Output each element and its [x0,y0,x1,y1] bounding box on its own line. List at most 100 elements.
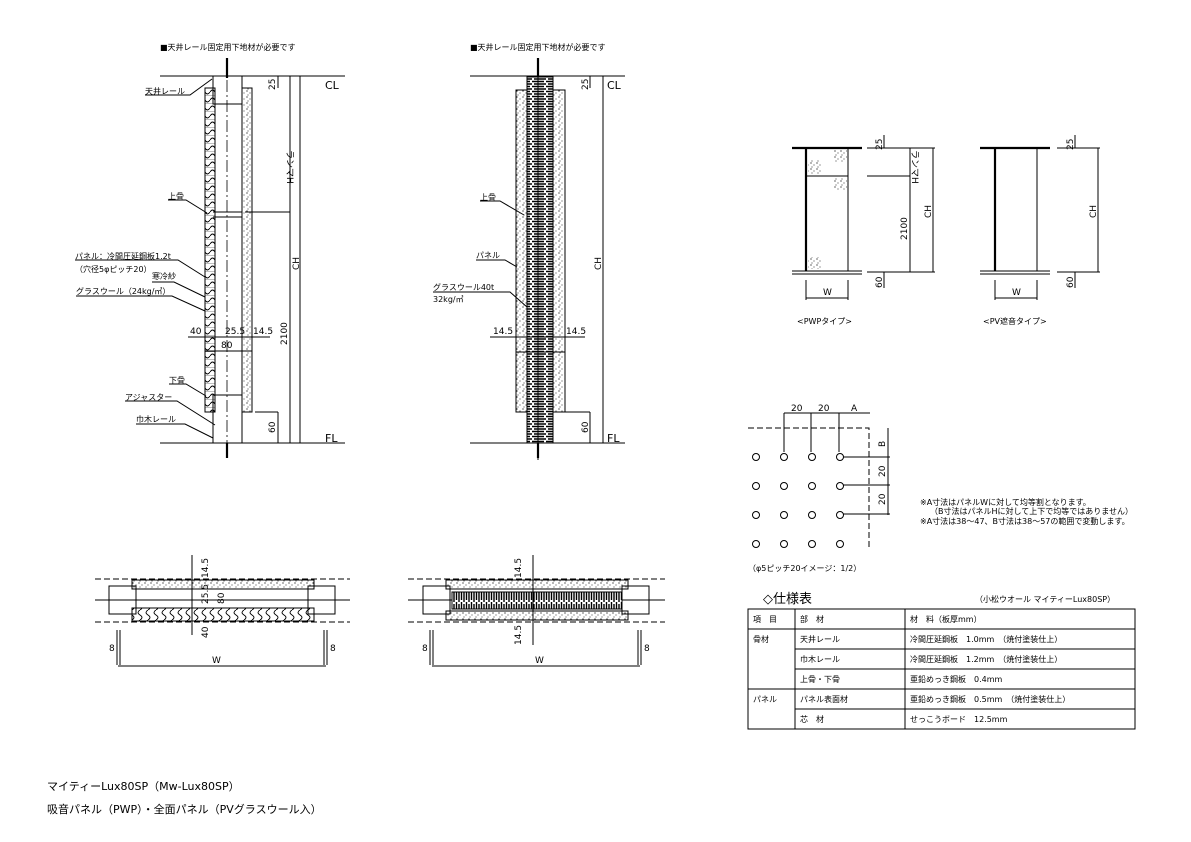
cell-part: 天井レール [800,634,840,644]
elevation-pv: W 25 CH 60 <PV遮音タイプ> [980,135,1100,326]
label-ceiling-rail: 天井レール [145,86,185,96]
table-row: 上骨・下骨 亜鉛めっき鋼板 0.4mm [800,674,1003,684]
label-glasswool: グラスウール（24kg/㎥） [76,286,170,296]
plan-dim-8-right: 8 [330,644,336,654]
pwp-caption: <PWPタイプ> [797,317,852,326]
table-row: 芯 材 せっこうボード 12.5mm [800,714,1008,724]
perforation-hole [808,453,816,461]
plan-dim-14-5: 14.5 [201,558,211,578]
perforation-hole [836,511,844,519]
cell-material: 亜鉛めっき鋼板 0.4mm [910,674,1003,684]
section-pwp: ■天井レール固定用下地材が必要です CL FL 天井レール 上骨 パネル：冷間圧… [75,42,345,460]
table-row: パネル パネル表面材 亜鉛めっき鋼板 0.5mm （焼付塗装仕上） [753,694,1070,704]
perforation-hole [836,453,844,461]
plan-dim-40: 40 [201,626,211,638]
ceiling-support-note-pv: ■天井レール固定用下地材が必要です [470,42,606,52]
label-upper-frame: 上骨 [168,192,184,201]
board-right [552,89,566,413]
elevation-pwp: W 25 ランマH 2100 CH 60 <PWPタイプ> [792,135,935,326]
cell-material: 冷間圧延鋼板 1.0mm （焼付塗装仕上） [910,634,1062,644]
perforation-hole [752,511,760,519]
plan-pwp: 14.5 25.5 80 40 8 8 W [95,555,350,667]
dim-25-5: 25.5 [225,327,245,337]
label-panel-hole: （穴径5φピッチ20） [75,264,152,274]
fl-label: FL [325,432,338,445]
hole-caption: （φ5ピッチ20イメージ：1/2） [748,564,861,573]
perforation-hole [808,482,816,490]
dim-14-5: 14.5 [253,327,273,337]
perforation-hole [836,540,844,548]
label-lower-frame: 下骨 [169,376,185,385]
dim-ch-pv: CH [594,257,604,270]
perforation-hole [780,453,788,461]
plan-dim-8-left: 8 [109,644,115,654]
elev-pv-w: W [1012,288,1021,298]
elev-pv-ch: CH [1089,205,1099,218]
plan-pv-dim-14-5-bottom: 14.5 [514,625,524,645]
cell-part: パネル表面材 [800,694,848,704]
dim-ch: CH [292,257,302,270]
plan-dim-25-5: 25.5 [201,584,211,604]
ceiling-rail [212,75,243,105]
elev-pv-60: 60 [1066,276,1076,288]
plan-pv-dim-14-5-top: 14.5 [514,558,524,578]
dim-40: 40 [190,327,202,337]
spec-table-title: ◇仕様表 [763,592,812,607]
elev-pwp-ranma-h: ランマH [909,150,920,184]
perforation-hole [780,511,788,519]
cell-material: せっこうボード 12.5mm [910,715,1008,724]
header-item: 項 目 [753,615,777,624]
hole-dim-20-a: 20 [791,404,803,414]
cl-label-pv: CL [607,79,622,92]
hole-note-1: ※A寸法はパネルWに対して均等割となります。 [920,497,1091,507]
board-left [515,89,529,413]
cell-category: 骨材 [753,634,769,644]
dim-14-5-right: 14.5 [566,327,586,337]
glasswool-core [526,76,554,444]
perforation-hole [752,453,760,461]
label-glasswool-density: 32kg/㎥ [433,295,464,304]
hole-dim-b: B [878,441,888,447]
dim-2100: 2100 [280,322,290,345]
perforation-hole [808,540,816,548]
table-row: 巾木レール 冷間圧延鋼板 1.2mm （焼付塗装仕上） [800,654,1062,664]
hole-dim-20-c: 20 [878,465,888,477]
dim-25-pv: 25 [581,79,591,90]
dim-25: 25 [268,79,278,90]
cell-material: 亜鉛めっき鋼板 0.5mm （焼付塗装仕上） [910,694,1070,704]
label-upper-frame-pv: 上骨 [480,193,496,202]
perforation-hole [836,482,844,490]
hole-note-3: ※A寸法は38～47、B寸法は38～57の範囲で変動します。 [920,516,1130,526]
perforation-hole [752,482,760,490]
section-pv: ■天井レール固定用下地材が必要です CL FL 上骨 パネル グラスウール40t… [433,42,625,460]
plan-dim-w: W [212,656,221,666]
perforation-hole [808,511,816,519]
elev-pwp-25: 25 [875,139,885,150]
perforation-hole [752,540,760,548]
plan-pv: 14.5 14.5 8 8 W [408,555,665,667]
hole-dim-20-b: 20 [818,404,830,414]
cell-part: 上骨・下骨 [800,675,840,684]
dim-ranma-h: ランマH [284,150,295,184]
hole-dim-20-d: 20 [878,493,888,505]
ceiling-support-note: ■天井レール固定用下地材が必要です [160,42,296,52]
label-panel-pv: パネル [476,251,500,260]
cell-part: 芯 材 [800,714,824,724]
drawing-title: マイティーLux80SP（Mw-Lux80SP） [47,780,240,793]
dim-60: 60 [268,421,278,433]
label-glasswool-pv: グラスウール40t [433,282,494,292]
spec-table: ◇仕様表 （小松ウオール マイティーLux80SP） 項 目 部 材 材 料（板… [747,592,1136,730]
cell-material: 冷間圧延鋼板 1.2mm （焼付塗装仕上） [910,654,1062,664]
label-cloth: 寒冷紗 [152,271,176,281]
plan-pv-dim-w: W [535,656,544,666]
pv-caption: <PV遮音タイプ> [983,316,1047,326]
spec-table-subtitle: （小松ウオール マイティーLux80SP） [975,594,1115,604]
perforation-hole [780,540,788,548]
label-adjuster: アジャスター [125,393,172,402]
dim-14-5-left: 14.5 [493,327,513,337]
elev-pwp-ch: CH [924,205,934,218]
cell-part: 巾木レール [800,654,840,664]
title-block: マイティーLux80SP（Mw-Lux80SP） 吸音パネル（PWP）・全面パネ… [47,780,322,816]
cl-label: CL [325,79,340,92]
plan-pv-dim-8-left: 8 [422,644,428,654]
